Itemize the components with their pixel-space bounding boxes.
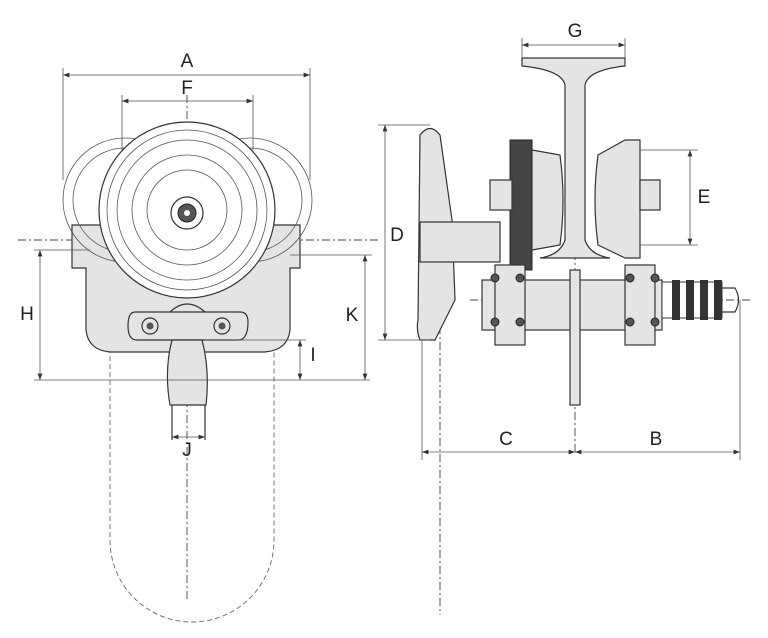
dimension-label-h: H	[20, 304, 34, 325]
front-view: A F H K I J	[18, 51, 380, 623]
dimension-label-e: E	[698, 187, 711, 208]
gear	[509, 139, 533, 271]
dimension-label-d: D	[390, 225, 404, 246]
dimension-label-k: K	[346, 305, 359, 326]
side-view: G D E C B	[378, 21, 750, 615]
dimension-label-a: A	[181, 51, 194, 72]
dimension-label-f: F	[181, 78, 193, 99]
right-wheel	[594, 139, 641, 259]
hook-shank	[166, 339, 208, 406]
i-beam	[521, 57, 626, 259]
wheels	[62, 121, 313, 299]
dimension-label-b: B	[650, 429, 663, 450]
dimension-label-g: G	[568, 21, 583, 42]
left-wheel	[531, 149, 564, 251]
axle-spring	[661, 280, 740, 320]
suspension-plate	[569, 269, 581, 406]
dimension-label-c: C	[499, 429, 513, 450]
dimension-label-j: J	[182, 440, 192, 461]
hook-envelope	[109, 260, 275, 623]
dimension-label-i: I	[310, 345, 315, 366]
